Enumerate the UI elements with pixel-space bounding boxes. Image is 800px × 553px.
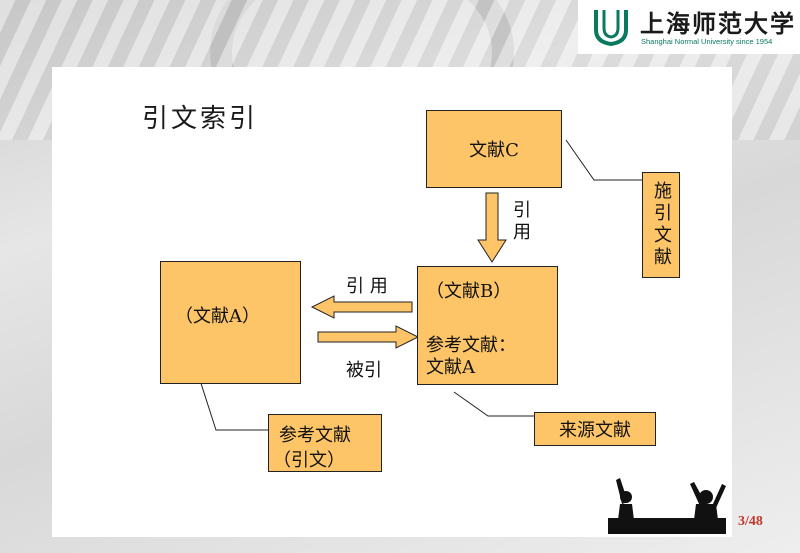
document-b-references-heading: 参考文献： <box>426 335 516 356</box>
citing-document-label: 施引文献 <box>651 181 672 269</box>
citing-document-box: 施引文献 <box>642 172 680 278</box>
university-logo-icon <box>594 10 628 46</box>
references-sublabel: （引文） <box>273 450 345 471</box>
university-subtitle: Shanghai Normal University since 1954 <box>641 37 773 46</box>
arrow-right-label: 被引 <box>346 360 382 381</box>
callout-line-references <box>197 373 268 431</box>
callout-line-citing <box>565 139 642 181</box>
document-b-label: （文献B） <box>426 281 512 302</box>
source-document-box: 来源文献 <box>534 412 656 446</box>
document-a-box: （文献A） <box>160 261 301 384</box>
source-document-label: 来源文献 <box>559 420 631 441</box>
document-a-label: （文献A） <box>175 306 260 327</box>
arrow-left-label: 引 用 <box>346 276 388 297</box>
callout-line-source <box>453 391 534 417</box>
arrow-down-label: 引用 <box>508 200 531 251</box>
document-c-box: 文献C <box>426 110 562 188</box>
arrow-down-label-text: 引用 <box>510 200 531 244</box>
page-number: 3/48 <box>738 514 763 529</box>
document-c-label: 文献C <box>469 140 519 161</box>
references-box: 参考文献 （引文） <box>268 414 382 472</box>
arrow-right-cited <box>317 325 420 349</box>
arrow-down-cite <box>477 192 507 263</box>
slide-title: 引文索引 <box>142 104 259 134</box>
document-b-box: （文献B） 参考文献： 文献A <box>417 266 558 385</box>
university-name: 上海师范大学 <box>640 9 796 38</box>
document-b-reference-item: 文献A <box>426 357 475 378</box>
references-label: 参考文献 <box>279 425 351 446</box>
arrow-left-cite <box>310 295 413 319</box>
